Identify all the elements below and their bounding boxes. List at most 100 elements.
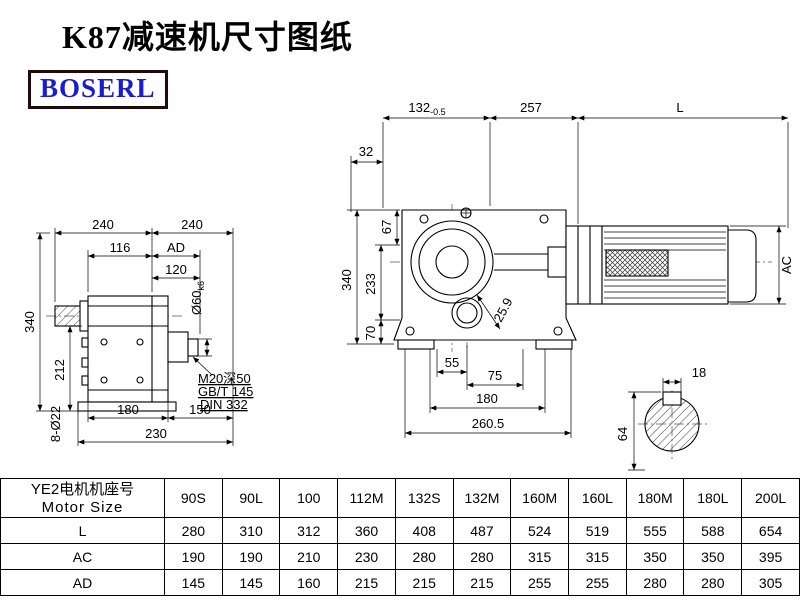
dim-label-260-5: 260.5 — [472, 416, 505, 431]
row-label-ad: AD — [0, 569, 165, 596]
cell-l-90s: 280 — [164, 517, 223, 544]
motor-fan-cowl — [727, 229, 757, 303]
dim-label-bolt-holes: 8-Ø22 — [48, 406, 63, 442]
bolt-head — [81, 357, 89, 368]
mounting-base — [77, 401, 177, 412]
table-header-row: YE2电机机座号 Motor Size 90S 90L 100 112M 132… — [0, 478, 800, 518]
gearbox-housing-side — [87, 295, 169, 403]
cell-l-180l: 588 — [683, 517, 743, 544]
dim-label-150: 150 — [189, 402, 211, 417]
dim-label-120: 120 — [165, 262, 187, 277]
main-view-dimension-lines — [347, 115, 789, 438]
cell-l-112m: 360 — [337, 517, 396, 544]
main-view — [390, 204, 772, 352]
cell-ad-90s: 145 — [164, 569, 223, 596]
cell-l-180m: 555 — [625, 517, 685, 544]
dim-label-116: 116 — [110, 240, 131, 255]
cell-ac-90l: 190 — [221, 543, 281, 570]
dim-132-value: 132 — [408, 100, 430, 115]
col-header-160m: 160M — [510, 478, 570, 518]
page-title: K87减速机尺寸图纸 — [62, 19, 353, 55]
table-header-motor-size: YE2电机机座号 Motor Size — [0, 478, 165, 518]
left-view-labels: 240 240 116 AD 120 340 212 Ø60k6 8-Ø22 1… — [22, 217, 253, 442]
dim-shaft-dia-value: Ø60 — [189, 290, 204, 315]
table-header-en: Motor Size — [41, 499, 124, 516]
dim-label-233: 233 — [363, 273, 378, 295]
bolt-head — [81, 375, 89, 386]
brand-logo: BOSERL — [28, 70, 168, 109]
cell-ac-180m: 350 — [625, 543, 685, 570]
table-row-ac: AC 190 190 210 230 280 280 315 315 350 3… — [0, 543, 800, 570]
bolt-hole — [136, 338, 144, 346]
dim-label-32: 32 — [359, 144, 373, 159]
cell-ac-180l: 350 — [683, 543, 743, 570]
cell-l-100: 312 — [279, 517, 339, 544]
bolt-hole — [100, 376, 108, 384]
table-header-cn: YE2电机机座号 — [30, 481, 135, 498]
gearbox-housing-front — [393, 209, 577, 341]
foot-right — [535, 339, 573, 350]
dim-label-132: 132-0.5 — [408, 100, 445, 117]
cell-ad-160m: 255 — [510, 569, 570, 596]
left-view — [46, 295, 199, 412]
cell-ac-132m: 280 — [452, 543, 512, 570]
cell-ac-90s: 190 — [164, 543, 223, 570]
col-header-132s: 132S — [394, 478, 454, 518]
dim-label-67: 67 — [379, 220, 394, 234]
motor-flange-adapter — [565, 225, 603, 305]
bolt-hole — [539, 214, 549, 224]
col-header-90l: 90L — [221, 478, 281, 518]
col-header-180m: 180M — [625, 478, 685, 518]
shaft-detail-labels: 18 64 — [615, 365, 706, 441]
row-label-l: L — [0, 517, 165, 544]
cell-ad-200l: 305 — [741, 569, 800, 596]
output-bore-circle — [435, 245, 469, 279]
cell-ac-112m: 230 — [337, 543, 396, 570]
col-header-132m: 132M — [452, 478, 512, 518]
bolt-hole — [405, 326, 415, 336]
cell-ad-180m: 280 — [625, 569, 685, 596]
dim-label-ad: AD — [167, 240, 185, 255]
dim-label-180: 180 — [117, 402, 139, 417]
left-view-dimension-lines — [36, 228, 234, 446]
dim-label-180: 180 — [476, 391, 498, 406]
table-row-l: L 280 310 312 360 408 487 524 519 555 58… — [0, 517, 800, 544]
cell-ad-90l: 145 — [221, 569, 281, 596]
dim-label-motor-dia: AC — [779, 256, 794, 274]
cell-l-132s: 408 — [394, 517, 454, 544]
dim-label-212: 212 — [52, 359, 67, 381]
bolt-hole — [100, 338, 108, 346]
col-header-180l: 180L — [683, 478, 743, 518]
shaft-shoulder — [79, 300, 89, 332]
cell-ac-200l: 395 — [741, 543, 800, 570]
dim-label-64: 64 — [615, 427, 630, 441]
bolt-hole — [419, 214, 429, 224]
dim-label-shaft-dia: Ø60k6 — [189, 281, 206, 315]
row-label-ac: AC — [0, 543, 165, 570]
bolt-hole — [136, 376, 144, 384]
shaft-detail-dimension-lines — [628, 378, 682, 471]
output-flange-circle — [410, 220, 494, 304]
cell-ad-180l: 280 — [683, 569, 743, 596]
cell-l-160l: 519 — [568, 517, 627, 544]
output-hub-circle — [418, 228, 486, 296]
coupling — [547, 246, 567, 278]
col-header-112m: 112M — [337, 478, 396, 518]
foot-left — [397, 339, 435, 350]
cell-ad-132m: 215 — [452, 569, 512, 596]
motor-fins — [604, 231, 726, 299]
dim-label-55: 55 — [445, 355, 459, 370]
table-row-ad: AD 145 145 160 215 215 215 255 255 280 2… — [0, 569, 800, 596]
cell-ac-160l: 315 — [568, 543, 627, 570]
col-header-100: 100 — [279, 478, 339, 518]
main-view-labels: 132-0.5 257 L 32 67 340 233 70 55 75 25.… — [339, 100, 794, 431]
cell-l-90l: 310 — [221, 517, 281, 544]
output-shaft-stub — [187, 338, 199, 357]
cell-ad-160l: 255 — [568, 569, 627, 596]
dim-label-240-right: 240 — [181, 217, 203, 232]
col-header-160l: 160L — [568, 478, 627, 518]
cell-ac-132s: 280 — [394, 543, 454, 570]
col-header-90s: 90S — [164, 478, 223, 518]
cell-ad-100: 160 — [279, 569, 339, 596]
